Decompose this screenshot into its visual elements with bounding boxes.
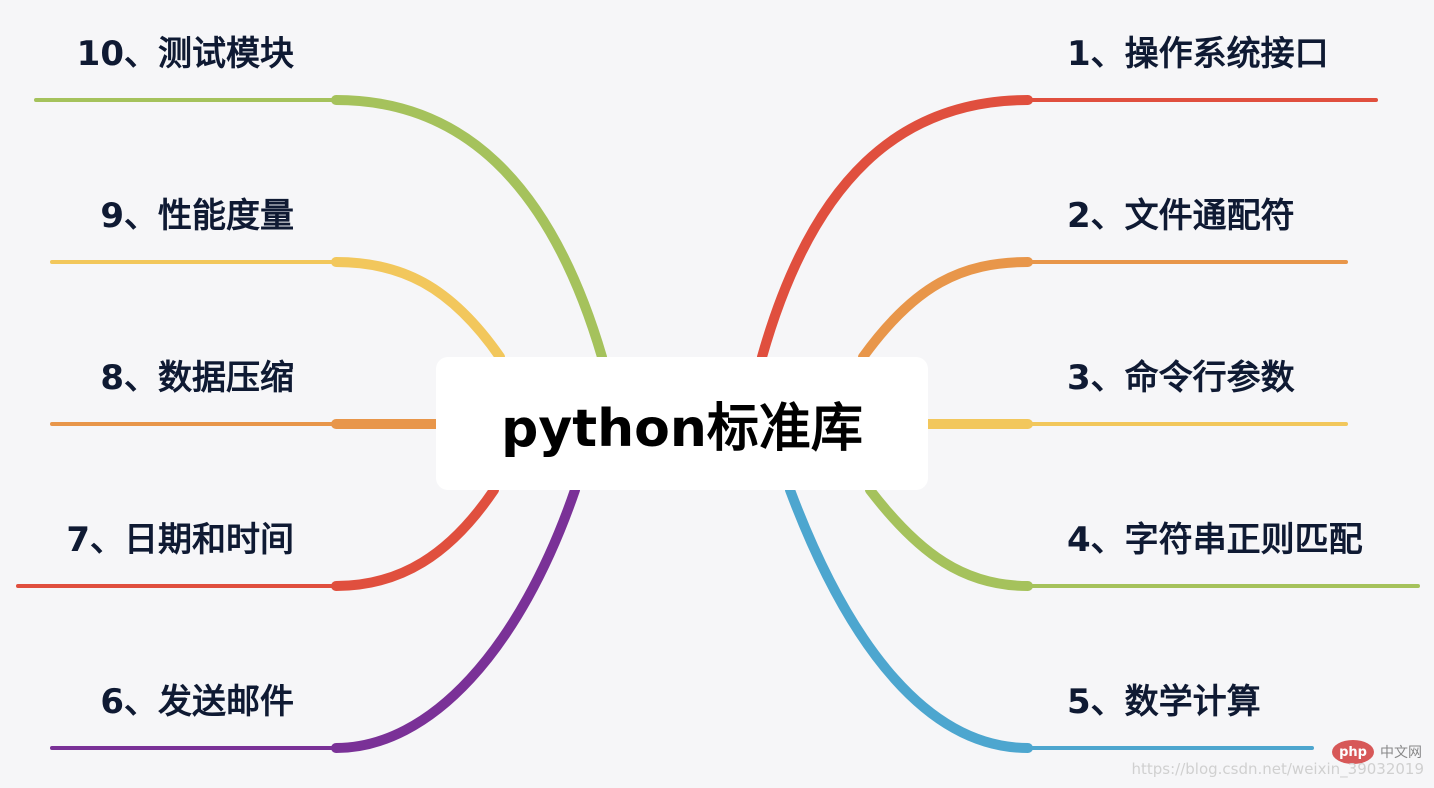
branches-layer [16,95,1420,753]
branch-curve-7 [331,485,499,591]
central-title: python标准库 [501,399,863,459]
branch-curve-4 [865,485,1033,591]
branch-label-10: 10、测试模块 [76,34,294,74]
branch-label-5: 5、数学计算 [1067,682,1261,722]
branch-label-9: 9、性能度量 [100,196,294,236]
branch-label-2: 2、文件通配符 [1067,196,1295,236]
branch-curve-6 [331,485,580,753]
branch-label-8: 8、数据压缩 [100,358,294,398]
central-node: python标准库 [436,357,928,490]
branch-curve-10 [331,95,607,362]
watermark: php 中文网 [1332,740,1422,764]
php-logo-icon: php [1332,740,1374,764]
branch-label-4: 4、字符串正则匹配 [1067,520,1363,560]
branch-curve-2 [858,257,1033,362]
branch-label-1: 1、操作系统接口 [1067,34,1329,74]
watermark-site: 中文网 [1380,745,1422,761]
branch-label-6: 6、发送邮件 [100,682,294,722]
branch-curve-5 [785,485,1033,753]
watermark-url: https://blog.csdn.net/weixin_39032019 [1131,760,1424,778]
branch-curve-1 [757,95,1033,362]
branch-line-9 [50,260,502,359]
branch-line-2 [861,260,1348,359]
branch-curve-9 [331,257,505,362]
branch-label-7: 7、日期和时间 [66,520,294,560]
branch-label-3: 3、命令行参数 [1067,358,1295,398]
